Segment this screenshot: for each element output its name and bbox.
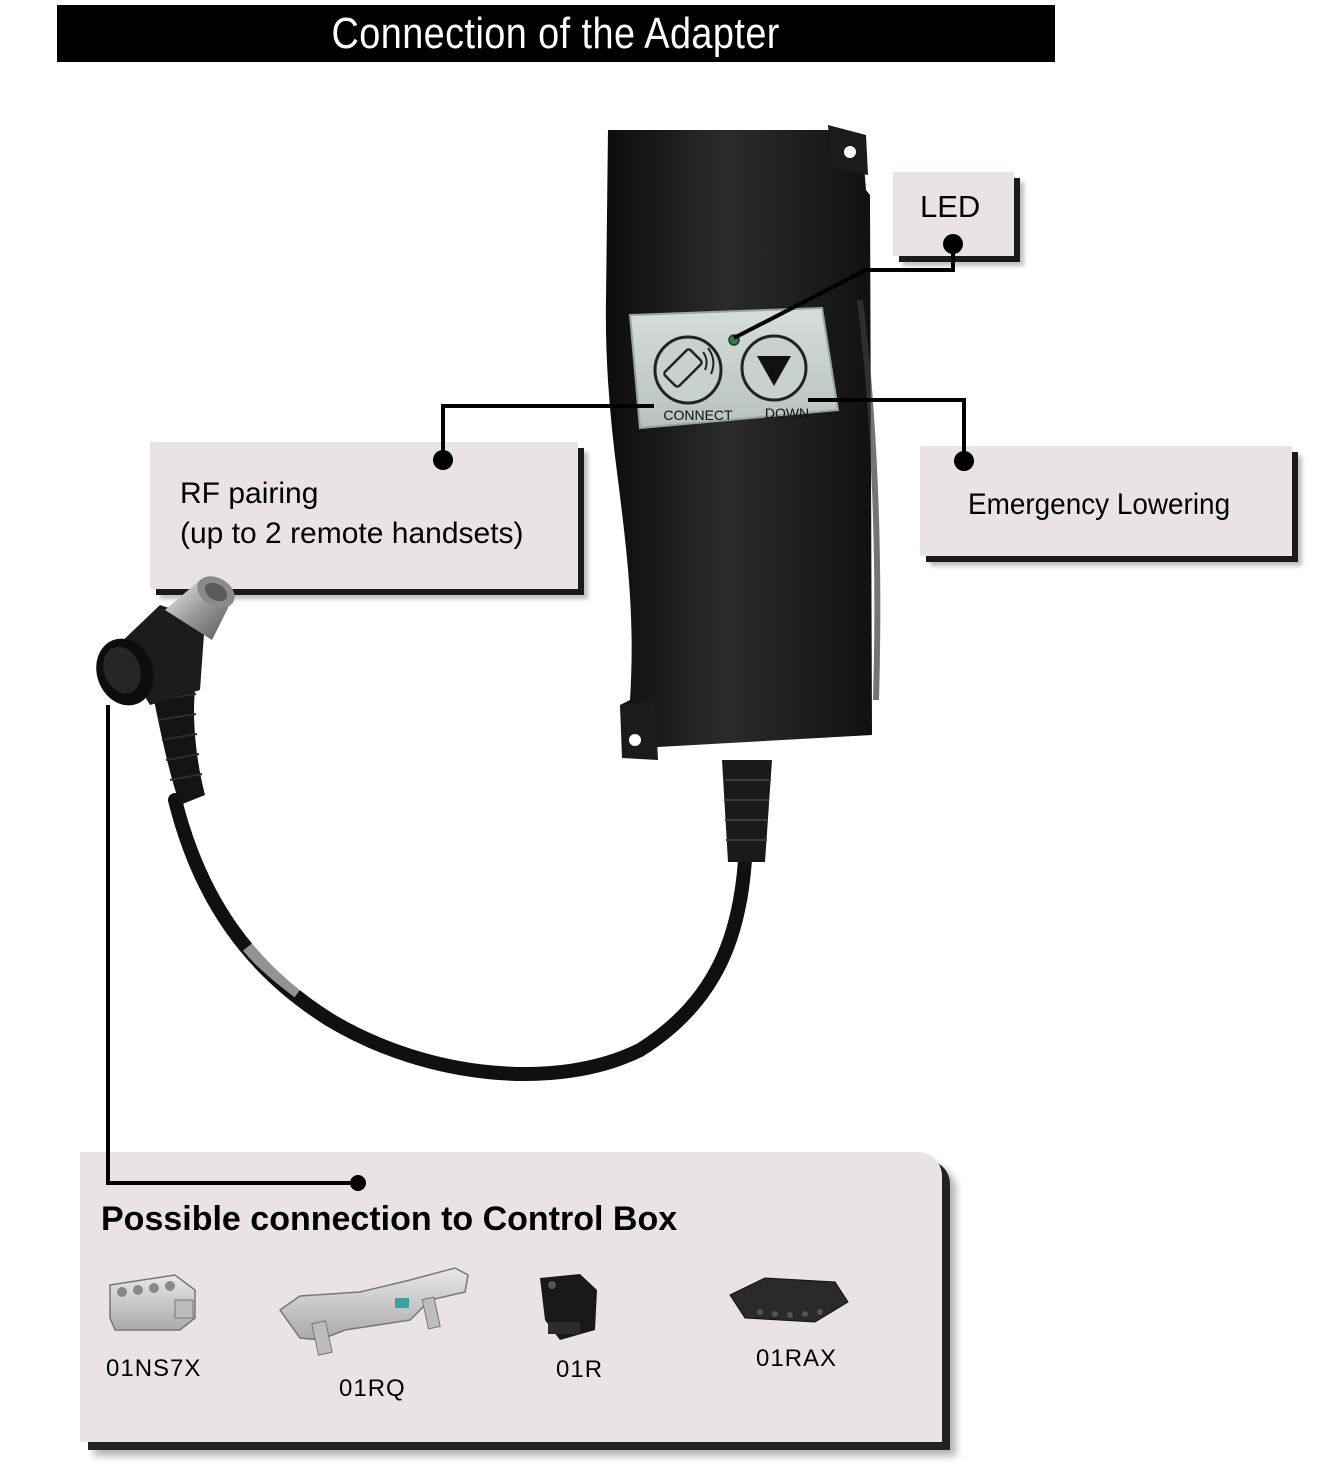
- control-box-heading: Possible connection to Control Box: [101, 1200, 678, 1238]
- model-label-01rax: 01RAX: [756, 1345, 838, 1372]
- cable: [168, 760, 772, 1081]
- rf-pairing-detail: (up to 2 remote handsets): [180, 517, 524, 550]
- page-title: Connection of the Adapter: [331, 8, 781, 58]
- model-label-01rq: 01RQ: [339, 1375, 406, 1402]
- down-button[interactable]: [740, 334, 808, 402]
- emergency-lowering-callout: [920, 446, 1292, 556]
- control-box-01r-image: [540, 1274, 597, 1340]
- control-box-01rq-image: [278, 1267, 469, 1356]
- model-label-01r: 01R: [556, 1356, 604, 1383]
- down-label: DOWN: [765, 405, 809, 421]
- rf-pairing-label: RF pairing: [180, 477, 319, 510]
- control-box-01ns7x-image: [109, 1274, 196, 1331]
- connect-button[interactable]: [653, 335, 723, 405]
- rf-pairing-callout: [150, 442, 578, 589]
- connect-label: CONNECT: [663, 407, 733, 423]
- leader-lines: [106, 244, 966, 1185]
- emergency-lowering-label: Emergency Lowering: [968, 488, 1231, 521]
- control-box-01rax-image: [729, 1277, 849, 1323]
- model-label-01ns7x: 01NS7X: [106, 1355, 202, 1382]
- leader-dots: [350, 234, 974, 1191]
- led-label: LED: [920, 189, 981, 224]
- title-bar: Connection of the Adapter: [57, 5, 1055, 62]
- adapter-body: [605, 125, 881, 760]
- connector-plug: [96, 576, 235, 805]
